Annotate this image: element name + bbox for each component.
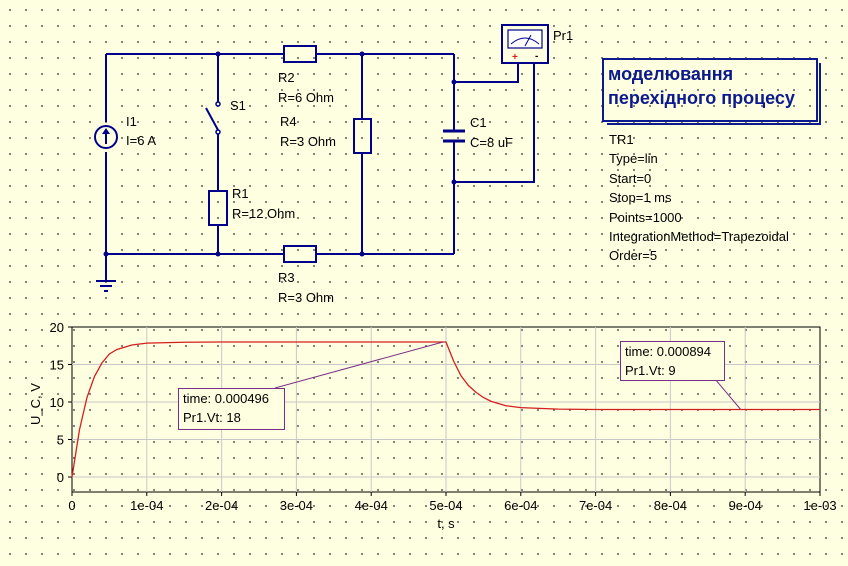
schematic-title: моделювання перехідного процесу xyxy=(608,62,813,110)
i1-name: I1 xyxy=(126,114,137,129)
x-tick-label: 6e-04 xyxy=(504,498,537,513)
c1-name: C1 xyxy=(470,115,487,130)
sim-order: Order=5 xyxy=(609,248,658,264)
marker-2-value: Pr1.Vt: 9 xyxy=(625,363,676,378)
x-axis-label: t, s xyxy=(437,516,455,531)
r3-name: R3 xyxy=(278,270,295,285)
y-tick-label: 5 xyxy=(57,433,64,448)
sim-method: IntegrationMethod=Trapezoidal xyxy=(609,229,789,245)
ground-icon xyxy=(96,280,116,292)
transient-simulation-block[interactable]: TR1 Type=lin Start=0 Stop=1 ms Points=10… xyxy=(609,130,789,266)
x-tick-label: 4e-04 xyxy=(355,498,388,513)
x-tick-label: 9e-04 xyxy=(729,498,762,513)
arrow-up-icon xyxy=(102,128,110,134)
x-tick-label: 5e-04 xyxy=(429,498,462,513)
r4-name: R4 xyxy=(280,114,297,129)
r1-name: R1 xyxy=(232,186,249,201)
sim-points: Points=1000 xyxy=(609,209,682,225)
sim-stop: Stop=1 ms xyxy=(609,190,672,206)
x-tick-label: 7e-04 xyxy=(579,498,612,513)
junction-dots xyxy=(103,51,457,257)
title-box[interactable] xyxy=(602,58,818,122)
wire-probe-plus xyxy=(454,62,519,83)
marker-2[interactable]: time: 0.000894 Pr1.Vt: 9 xyxy=(620,341,725,381)
x-tick-label: 0 xyxy=(68,498,75,513)
x-tick-label: 3e-04 xyxy=(280,498,313,513)
r2-name: R2 xyxy=(278,70,295,85)
marker-1-time: time: 0.000496 xyxy=(183,391,270,406)
marker-leader-line xyxy=(274,341,444,389)
junction-dot xyxy=(359,51,365,57)
junction-dot xyxy=(215,51,221,57)
sim-type: Type=lin xyxy=(609,151,658,167)
meter-icon xyxy=(510,37,540,45)
title-box-shadow xyxy=(607,63,821,125)
r1-value: R=12 Ohm xyxy=(232,206,295,221)
x-tick-label: 1e-04 xyxy=(130,498,163,513)
chart-series xyxy=(71,341,820,478)
switch-s1[interactable] xyxy=(205,101,221,135)
x-tick-label: 8e-04 xyxy=(654,498,687,513)
r2-value: R=6 Ohm xyxy=(278,90,334,105)
r4-value: R=3 Ohm xyxy=(280,134,336,149)
capacitor-c1[interactable] xyxy=(443,129,465,143)
sim-name: TR1 xyxy=(609,132,634,147)
marker-2-time: time: 0.000894 xyxy=(625,344,712,359)
i1-value: I=6 A xyxy=(126,133,156,148)
r3-value: R=3 Ohm xyxy=(278,290,334,305)
marker-leader-line xyxy=(714,378,742,410)
junction-dot xyxy=(359,251,365,257)
s1-name: S1 xyxy=(230,98,246,113)
y-tick-label: 15 xyxy=(50,358,64,373)
x-tick-label: 2e-04 xyxy=(205,498,238,513)
probe-name: Pr1 xyxy=(553,28,573,43)
resistor-r3[interactable] xyxy=(283,245,317,263)
wires xyxy=(105,53,535,280)
probe-plus-label: + xyxy=(512,52,518,63)
x-tick-label: 1e-03 xyxy=(803,498,836,513)
title-line-1: моделювання xyxy=(608,64,734,84)
c1-value: C=8 uF xyxy=(470,135,513,150)
y-tick-label: 10 xyxy=(50,395,64,410)
junction-dot xyxy=(215,251,221,257)
voltage-curve xyxy=(71,341,820,478)
junction-dot xyxy=(451,79,457,85)
resistor-r4[interactable] xyxy=(353,118,372,154)
current-source-i1[interactable] xyxy=(94,125,118,149)
probe-minus-label: - xyxy=(535,51,538,62)
y-axis-label: U_C, V xyxy=(28,383,43,425)
wire-probe-minus xyxy=(454,62,535,183)
y-tick-label: 20 xyxy=(50,320,64,335)
marker-1-value: Pr1.Vt: 18 xyxy=(183,410,241,425)
y-tick-label: 0 xyxy=(57,470,64,485)
resistor-r1[interactable] xyxy=(208,190,228,226)
chart-ticks: 0 1e-04 2e-04 3e-04 4e-04 5e-04 6e-04 7e-04 8e-0… xyxy=(50,320,837,513)
sim-start: Start=0 xyxy=(609,170,652,186)
junction-dot xyxy=(451,179,457,185)
junction-dot xyxy=(103,251,109,257)
voltage-probe-pr1[interactable]: + - xyxy=(501,24,549,64)
resistor-r2[interactable] xyxy=(283,45,317,63)
marker-leader-lines xyxy=(274,341,742,410)
marker-1[interactable]: time: 0.000496 Pr1.Vt: 18 xyxy=(178,388,285,430)
title-line-2: перехідного процесу xyxy=(608,88,795,108)
